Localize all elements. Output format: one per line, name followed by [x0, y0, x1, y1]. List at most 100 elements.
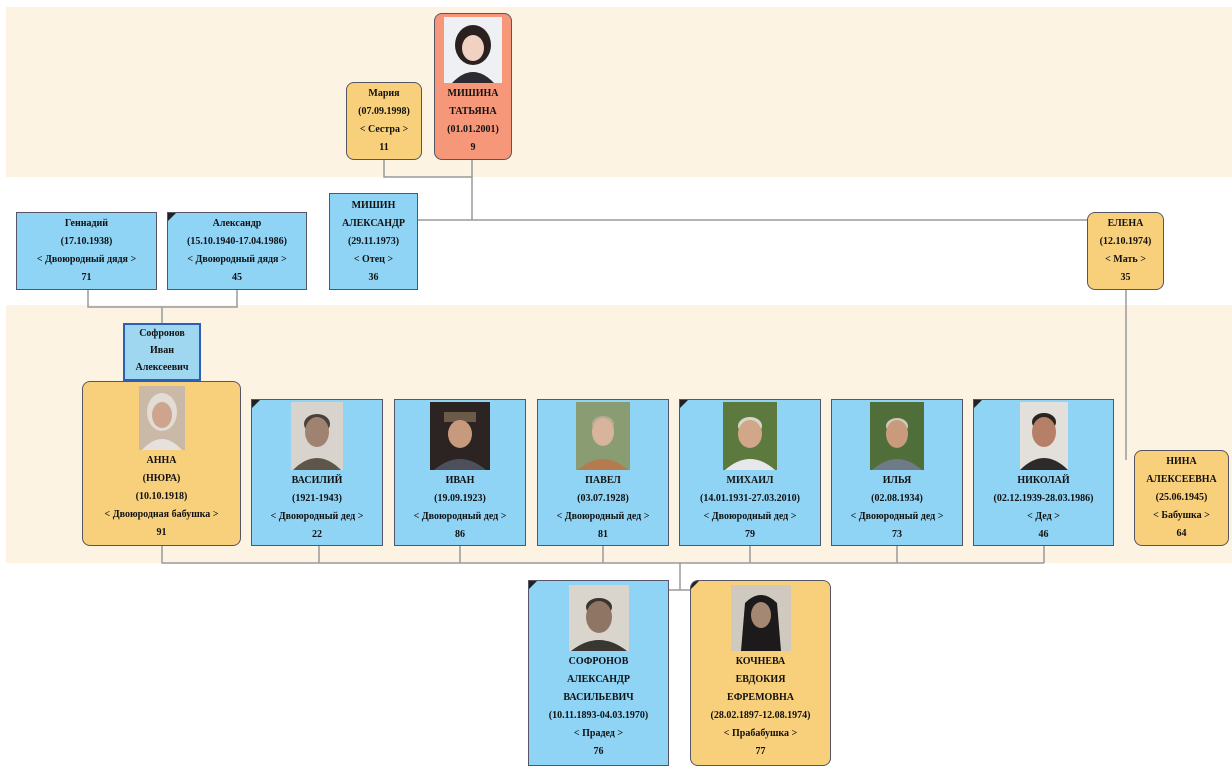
portrait-photo: [444, 16, 502, 83]
portrait-photo: [576, 401, 630, 470]
birth-date: (1921-1943): [292, 492, 342, 504]
relation-label: < Прабабушка >: [723, 728, 798, 739]
person-number: 46: [1038, 528, 1049, 540]
birth-date: (14.01.1931-27.03.2010): [700, 492, 800, 504]
name-line: МИШИНА: [447, 87, 499, 99]
relation-label: < Двоюродный дядя >: [36, 254, 137, 265]
birth-date: (19.09.1923): [434, 492, 486, 504]
birth-date: (02.12.1939-28.03.1986): [993, 492, 1094, 504]
birth-date: (03.07.1928): [577, 492, 629, 504]
person-card-tatyana[interactable]: МИШИНА ТАТЬЯНА (01.01.2001) 9: [434, 13, 512, 160]
relation-label: < Прадед >: [573, 728, 624, 739]
name-line: ВАСИЛЬЕВИЧ: [563, 692, 634, 703]
relation-label: < Двоюродный дядя >: [187, 254, 287, 265]
person-card-gennadiy[interactable]: Геннадий (17.10.1938) < Двоюродный дядя …: [16, 212, 157, 290]
person-card-nina[interactable]: НИНА АЛЕКСЕЕВНА (25.06.1945) < Бабушка >…: [1134, 450, 1229, 546]
person-number: 22: [312, 528, 322, 540]
person-card-mikhail[interactable]: МИХАИЛ (14.01.1931-27.03.2010) < Двоюрод…: [679, 399, 821, 546]
person-card-ilya[interactable]: ИЛЬЯ (02.08.1934) < Двоюродный дед > 73: [831, 399, 963, 546]
name-line: ЕВДОКИЯ: [735, 674, 786, 685]
name-line: ЕФРЕМОВНА: [727, 692, 794, 703]
has-relatives-marker: [529, 581, 537, 589]
name-line: ВАСИЛИЙ: [291, 474, 343, 486]
person-card-sofronov-ivan[interactable]: Софронов Иван Алексеевич: [123, 323, 201, 381]
has-relatives-marker: [252, 400, 260, 408]
person-number: 76: [593, 746, 604, 757]
has-relatives-marker: [974, 400, 982, 408]
person-number: 86: [455, 528, 465, 540]
birth-date: (17.10.1938): [60, 236, 113, 247]
birth-date: (25.06.1945): [1155, 492, 1208, 503]
relation-label: < Дед >: [1027, 510, 1060, 522]
relation-label: < Двоюродный дед >: [703, 510, 797, 522]
name-line: Софронов: [139, 328, 185, 339]
portrait-photo: [723, 401, 777, 470]
relation-label: < Мать >: [1105, 254, 1146, 265]
person-card-anna[interactable]: АННА (НЮРА) (10.10.1918) < Двоюродная ба…: [82, 381, 241, 546]
name-line: ЕЛЕНА: [1107, 218, 1144, 229]
has-relatives-marker: [680, 400, 688, 408]
person-card-maria[interactable]: Мария (07.09.1998) < Сестра > 11: [346, 82, 422, 160]
relation-label: < Двоюродный дед >: [556, 510, 650, 522]
portrait-photo: [430, 401, 490, 470]
birth-date: (15.10.1940-17.04.1986): [187, 236, 287, 247]
name-line: Александр: [212, 218, 262, 229]
birth-date: (10.11.1893-04.03.1970): [548, 710, 649, 721]
name-line: НИКОЛАЙ: [1017, 474, 1070, 486]
person-number: 79: [745, 528, 755, 540]
portrait-photo: [291, 401, 343, 470]
name-line: АЛЕКСЕЕВНА: [1146, 474, 1217, 485]
name-line: (НЮРА): [142, 472, 181, 484]
person-number: 71: [81, 272, 92, 283]
person-number: 35: [1120, 272, 1131, 283]
name-line: АННА: [146, 454, 177, 466]
portrait-photo: [870, 401, 924, 470]
person-number: 73: [892, 528, 902, 540]
person-card-aleksandr[interactable]: Александр (15.10.1940-17.04.1986) < Двою…: [167, 212, 307, 290]
name-line: ИВАН: [445, 474, 475, 486]
name-line: ТАТЬЯНА: [449, 105, 497, 117]
person-number: 81: [598, 528, 608, 540]
person-number: 64: [1176, 528, 1187, 539]
portrait-photo: [730, 585, 791, 651]
person-number: 45: [232, 272, 242, 283]
name-line: МИХАИЛ: [726, 474, 774, 486]
person-number: 91: [156, 526, 167, 538]
person-card-kochneva[interactable]: КОЧНЕВА ЕВДОКИЯ ЕФРЕМОВНА (28.02.1897-12…: [690, 580, 831, 766]
person-number: 77: [755, 746, 766, 757]
name-line: МИШИН: [351, 199, 396, 211]
has-relatives-marker: [168, 213, 176, 221]
portrait-photo: [138, 385, 185, 450]
portrait-photo: [1019, 401, 1068, 470]
person-card-ivan[interactable]: ИВАН (19.09.1923) < Двоюродный дед > 86: [394, 399, 526, 546]
name-line: Иван: [150, 345, 174, 356]
relation-label: < Двоюродная бабушка >: [104, 508, 219, 520]
birth-date: (28.02.1897-12.08.1974): [710, 710, 811, 721]
relation-label: < Двоюродный дед >: [270, 510, 364, 522]
person-card-vasiliy[interactable]: ВАСИЛИЙ (1921-1943) < Двоюродный дед > 2…: [251, 399, 383, 546]
relation-label: < Сестра >: [359, 124, 409, 135]
person-card-nikolay[interactable]: НИКОЛАЙ (02.12.1939-28.03.1986) < Дед > …: [973, 399, 1114, 546]
person-card-sofronov-aleksandr[interactable]: СОФРОНОВ АЛЕКСАНДР ВАСИЛЬЕВИЧ (10.11.189…: [528, 580, 669, 766]
birth-date: (02.08.1934): [871, 492, 923, 504]
person-number: 36: [368, 271, 379, 283]
name-line: ПАВЕЛ: [585, 474, 621, 486]
name-line: Мария: [368, 88, 400, 99]
name-line: СОФРОНОВ: [568, 656, 629, 667]
person-card-pavel[interactable]: ПАВЕЛ (03.07.1928) < Двоюродный дед > 81: [537, 399, 669, 546]
generation-band-top: [6, 7, 1232, 177]
relation-label: < Двоюродный дед >: [850, 510, 944, 522]
has-relatives-marker: [691, 581, 699, 589]
person-card-mishin[interactable]: МИШИН АЛЕКСАНДР (29.11.1973) < Отец > 36: [329, 193, 418, 290]
relation-label: < Бабушка >: [1153, 510, 1210, 521]
name-line: Алексеевич: [135, 362, 189, 373]
person-number: 11: [379, 142, 389, 153]
name-line: НИНА: [1166, 456, 1197, 467]
person-card-elena[interactable]: ЕЛЕНА (12.10.1974) < Мать > 35: [1087, 212, 1164, 290]
relation-label: < Двоюродный дед >: [413, 510, 507, 522]
birth-date: (07.09.1998): [358, 106, 410, 117]
birth-date: (10.10.1918): [135, 490, 188, 502]
birth-date: (01.01.2001): [447, 123, 499, 135]
name-line: ИЛЬЯ: [882, 474, 912, 486]
